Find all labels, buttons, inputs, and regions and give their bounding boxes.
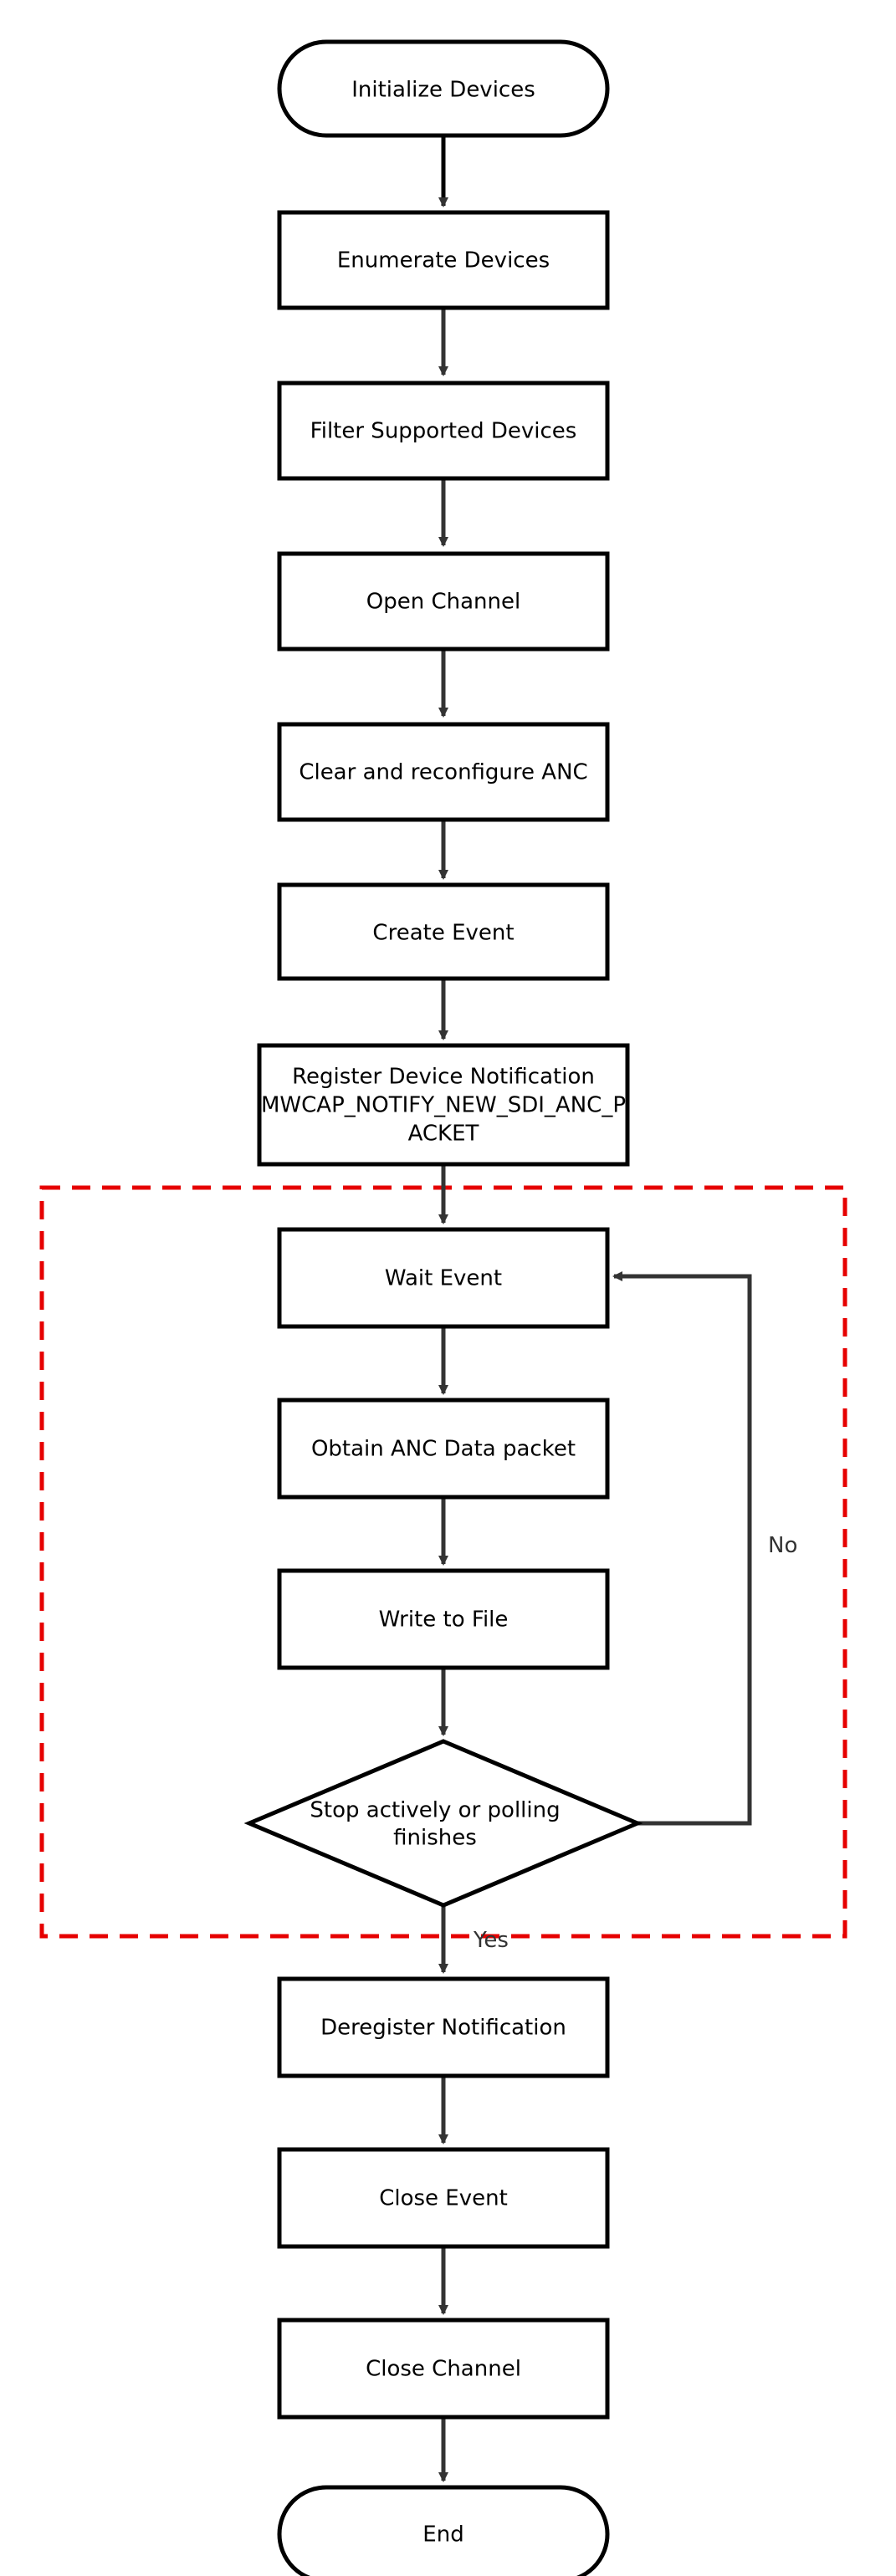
node-clear-reconfigure-anc — [277, 722, 610, 822]
label-deregister-notification: Deregister Notification — [320, 2016, 566, 2041]
label-end: End — [422, 2522, 463, 2548]
node-end — [277, 2485, 610, 2576]
node-stop-decision — [243, 1739, 643, 1908]
node-initialize-devices — [277, 39, 610, 138]
edge-label-no: No — [768, 1533, 797, 1558]
label-register-line3: ACKET — [408, 1122, 479, 1147]
edge-stop-no-loop — [612, 1271, 752, 1826]
node-obtain-anc-packet — [277, 1398, 610, 1500]
label-enumerate-devices: Enumerate Devices — [337, 248, 550, 273]
node-write-to-file — [277, 1568, 610, 1670]
node-wait-event — [277, 1227, 610, 1329]
label-create-event: Create Event — [372, 921, 514, 946]
label-initialize-devices: Initialize Devices — [351, 78, 535, 103]
node-close-channel — [277, 2318, 610, 2420]
label-open-channel: Open Channel — [366, 590, 520, 615]
label-stop-line1: Stop actively or polling — [310, 1798, 560, 1823]
label-filter-supported-devices: Filter Supported Devices — [310, 419, 577, 444]
node-deregister-notification — [277, 1976, 610, 2078]
node-create-event — [277, 882, 610, 981]
label-wait-event: Wait Event — [385, 1266, 502, 1291]
label-write-to-file: Write to File — [379, 1607, 509, 1633]
node-open-channel — [277, 551, 610, 652]
node-close-event — [277, 2147, 610, 2249]
label-stop-line2: finishes — [393, 1826, 477, 1851]
label-register-line2: MWCAP_NOTIFY_NEW_SDI_ANC_P — [261, 1093, 626, 1118]
node-register-notification — [257, 1043, 630, 1167]
label-register-line1: Register Device Notification — [292, 1065, 595, 1090]
label-clear-reconfigure-anc: Clear and reconfigure ANC — [299, 760, 587, 785]
label-close-channel: Close Channel — [366, 2357, 521, 2382]
node-filter-supported-devices — [277, 381, 610, 481]
node-enumerate-devices — [277, 210, 610, 310]
edges — [438, 135, 752, 2482]
label-obtain-anc-packet: Obtain ANC Data packet — [311, 1437, 576, 1462]
edge-label-yes: Yes — [473, 1928, 509, 1953]
label-close-event: Close Event — [379, 2186, 508, 2211]
